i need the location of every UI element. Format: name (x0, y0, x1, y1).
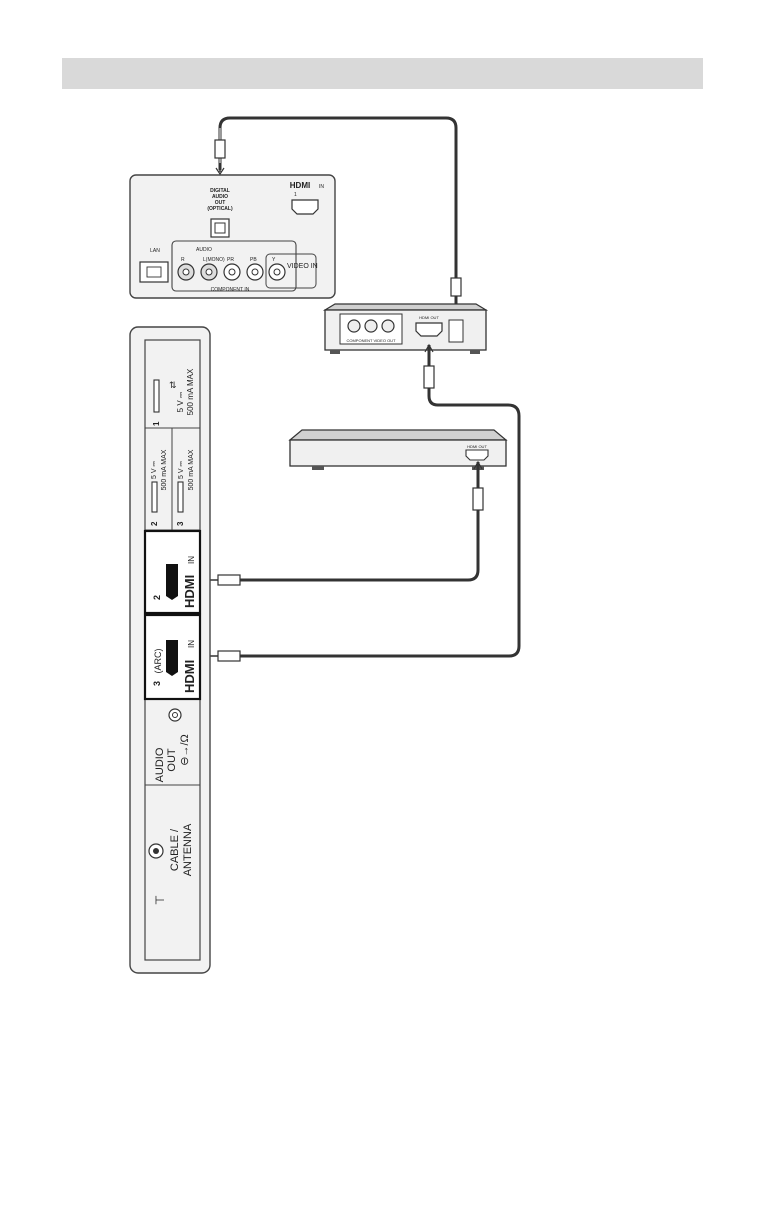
hdmi-cable-player (238, 462, 478, 580)
cable-antenna-label-2: ANTENNA (182, 823, 194, 876)
hdmi-3-arc-label: (ARC) (153, 649, 163, 674)
component-jack[interactable] (348, 320, 360, 332)
hdmi-3-logo: HDMI (182, 660, 197, 693)
player-hdmi-out-label: HDMI OUT (467, 444, 487, 449)
optical-plug-top (215, 140, 225, 158)
audio-out-label-1: AUDIO (154, 747, 166, 782)
usb-1-current: 500 mA MAX (186, 368, 195, 415)
lan-label: LAN (150, 248, 160, 254)
usb-port-1[interactable] (154, 380, 159, 412)
usb-port-2[interactable] (152, 482, 157, 512)
usb-3-current: 500 mA MAX (188, 449, 195, 490)
hdmi-3-in-label: IN (187, 640, 196, 648)
box-hdmi-out-port[interactable] (416, 323, 442, 336)
pr-label: PR (227, 257, 234, 263)
usb-port-3[interactable] (178, 482, 183, 512)
hdmi-3-number: 3 (152, 681, 162, 686)
l-mono-label: L(MONO) (203, 257, 225, 263)
digital-audio-out-label-4: (OPTICAL) (207, 206, 233, 212)
box-hdmi-out-label: HDMI OUT (419, 315, 439, 320)
hdmi-port-2[interactable] (166, 564, 178, 600)
hdmi-port-3-arc[interactable] (166, 640, 178, 676)
pb-label: PB (250, 257, 257, 263)
hdmi-port-1-number: 1 (294, 192, 297, 198)
hdmi-2-number: 2 (152, 595, 162, 600)
usb-3-number: 3 (176, 521, 185, 526)
hdmi-in-label-top: IN (319, 184, 324, 190)
cable-antenna-label-1: CABLE / (169, 828, 181, 871)
usb-1-number: 1 (152, 421, 161, 426)
component-in-label: COMPONENT IN (211, 287, 250, 293)
lan-port[interactable] (140, 262, 168, 282)
optical-plug-box (451, 278, 461, 296)
usb-2-voltage: 5 V ⎓ (151, 461, 158, 479)
hdmi-plug-player (473, 488, 483, 510)
video-in-label: VIDEO IN (287, 263, 318, 270)
hdmi-plug-hdmi2 (218, 575, 240, 585)
optical-port[interactable] (211, 219, 229, 237)
usb-2-number: 2 (150, 521, 159, 526)
component-jack[interactable] (382, 320, 394, 332)
r-label: R (181, 257, 185, 263)
component-video-out-label: COMPONENT VIDEO OUT (346, 338, 396, 343)
component-jack[interactable] (365, 320, 377, 332)
hdmi-2-in-label: IN (187, 556, 196, 564)
player-hdmi-out-port[interactable] (466, 450, 488, 460)
hdmi-2-logo: HDMI (182, 575, 197, 608)
antenna-icon: ⊤ (153, 895, 167, 905)
hdmi-logo-top: HDMI (290, 181, 310, 190)
audio-label: AUDIO (196, 247, 212, 253)
usb-2-current: 500 mA MAX (161, 449, 168, 490)
hdmi-plug-box (424, 366, 434, 388)
usb-3-voltage: 5 V ⎓ (178, 461, 185, 479)
headphone-icon: ⊖→/Ω (179, 734, 191, 766)
hdmi-plug-arc (218, 651, 240, 661)
audio-out-label-2: OUT (166, 748, 178, 772)
hdmi-port-1[interactable] (292, 200, 318, 214)
usb-1-voltage: 5 V ⎓ (176, 391, 185, 412)
usb-icon: ⇅ (169, 380, 177, 390)
